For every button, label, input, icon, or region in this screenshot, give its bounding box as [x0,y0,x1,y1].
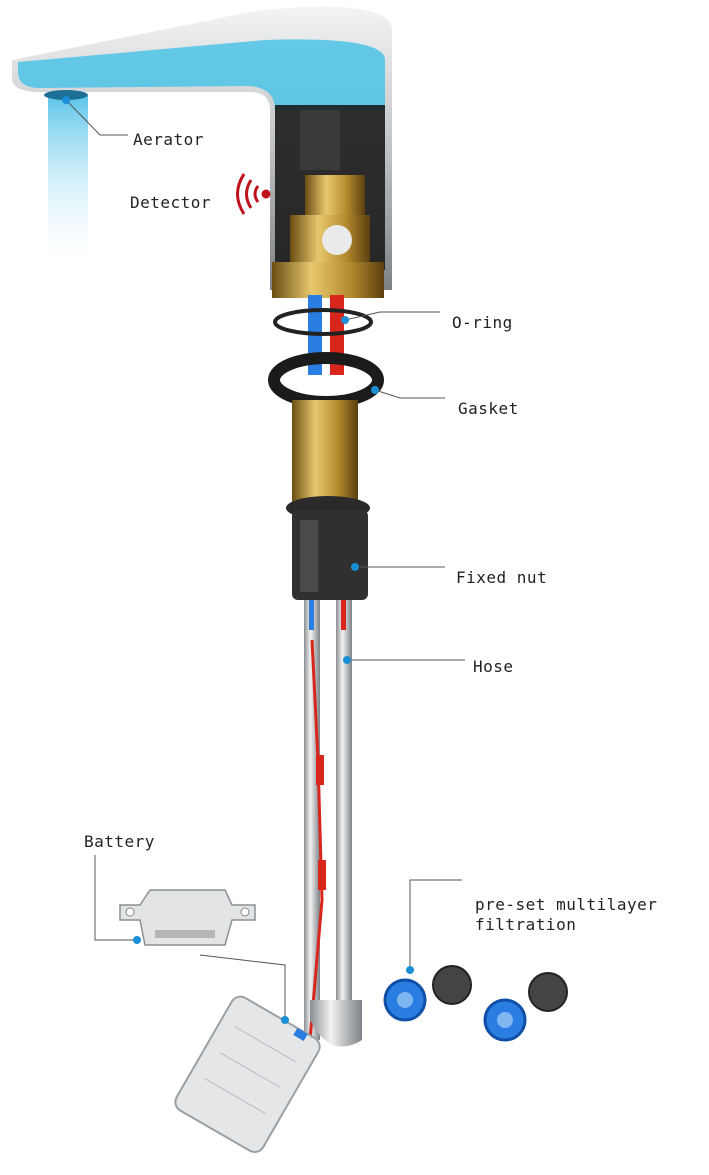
label-fixed-nut: Fixed nut [456,568,548,587]
valve-assembly [272,105,385,298]
hoses [304,600,362,1047]
threaded-shank [292,400,358,505]
label-filtration-line2: filtration [475,915,577,934]
label-hose: Hose [473,657,514,676]
filter-cartridges [383,965,568,1042]
water-stream [48,96,88,272]
label-o-ring: O-ring [452,313,513,332]
battery-holder [119,889,256,946]
detector-signal-icon [236,173,271,215]
label-battery: Battery [84,832,155,851]
label-gasket: Gasket [458,399,519,418]
gasket-part [268,352,384,408]
leader-lines [65,99,465,1020]
label-filtration-line1: pre-set multilayer [475,895,658,914]
label-aerator: Aerator [133,130,204,149]
battery-box [174,995,321,1153]
label-detector: Detector [130,193,212,212]
o-ring-part [273,308,373,336]
aerator-part [44,90,88,100]
leader-dots [62,96,414,1024]
